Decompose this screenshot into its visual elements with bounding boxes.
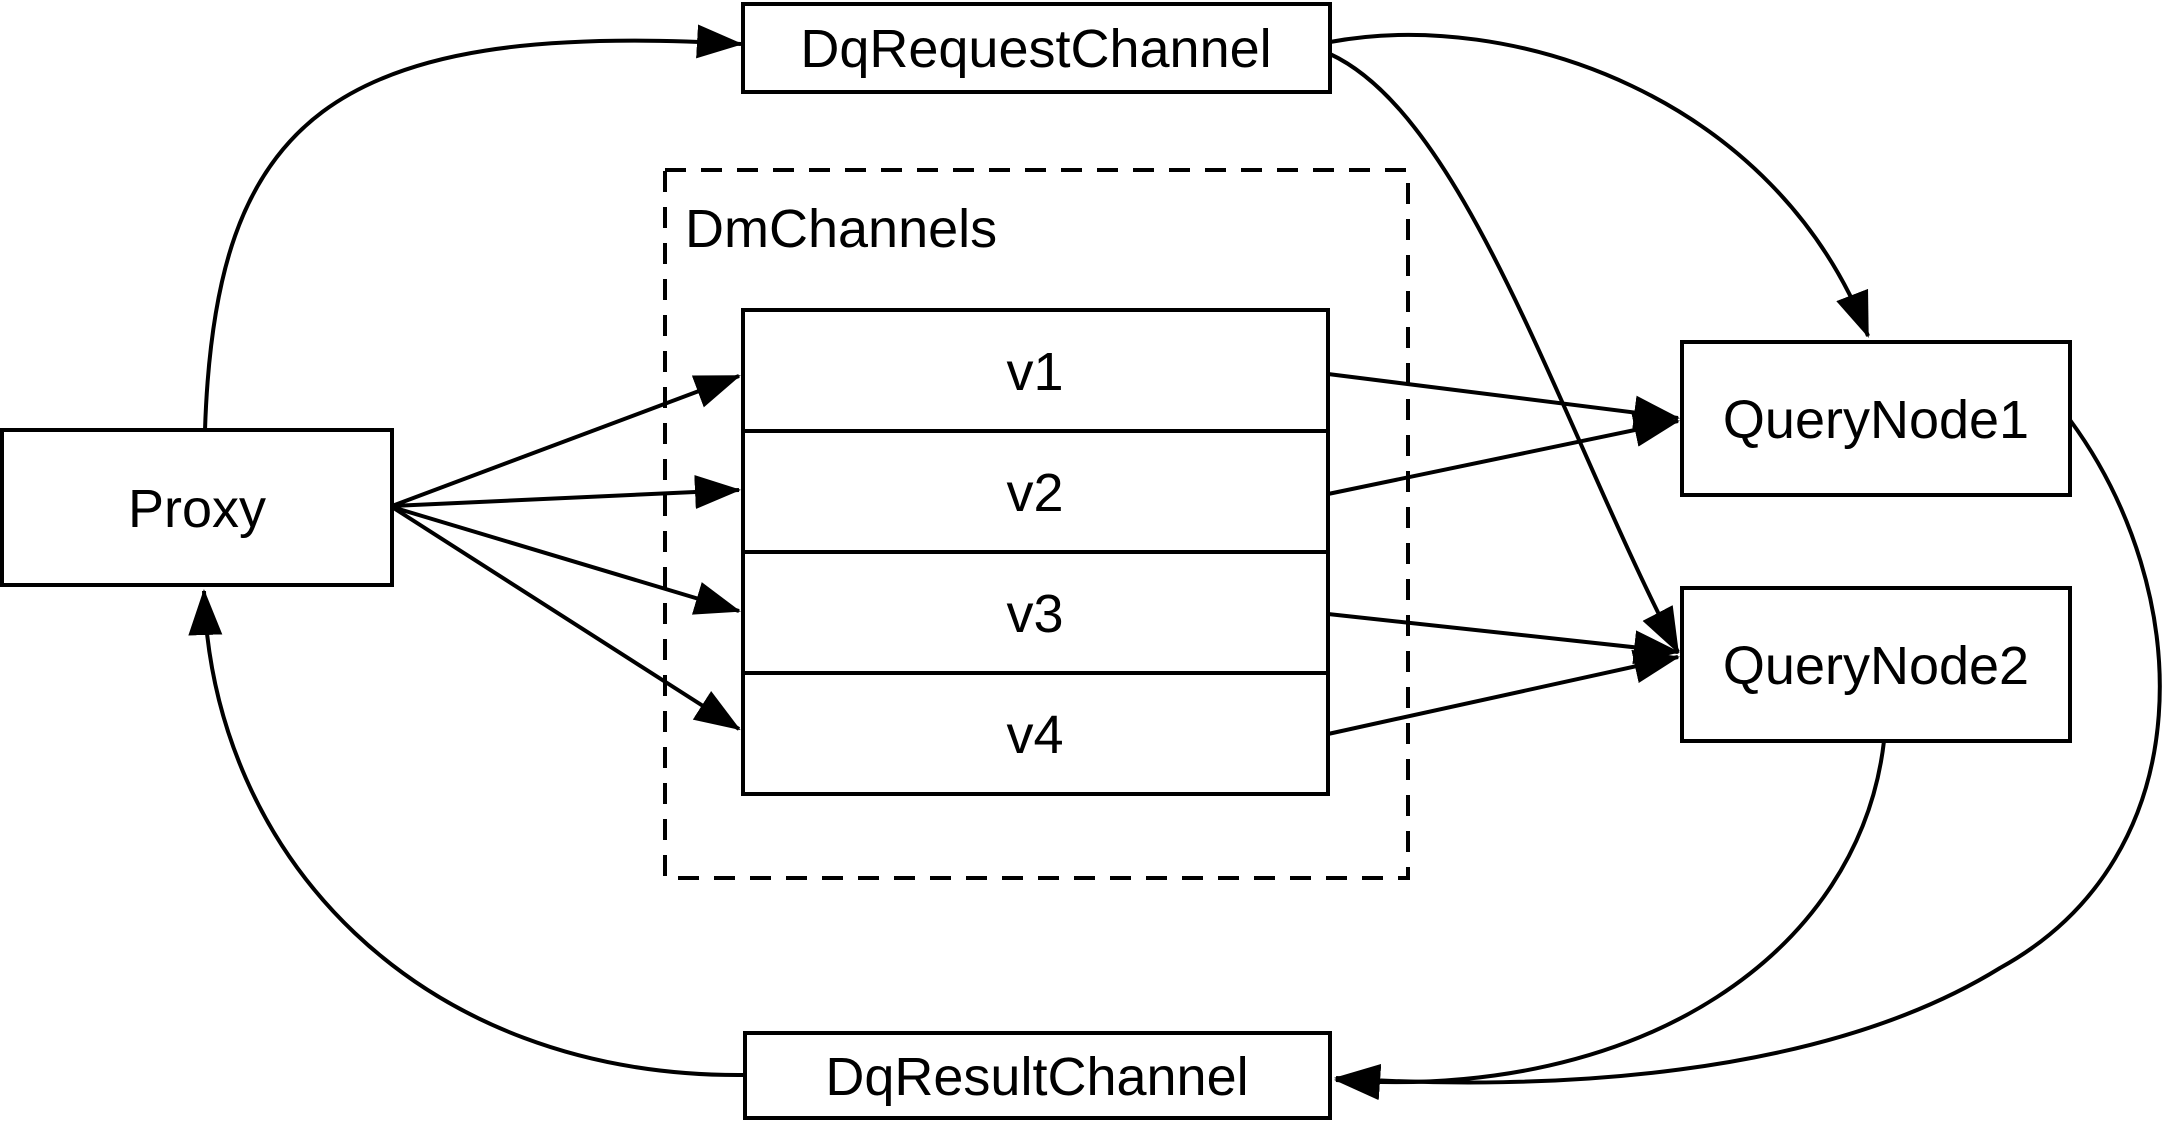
dm-channels-group-box [663,168,1410,880]
query-node-2-node [1680,586,2072,743]
dm-channels-group: DmChannels [663,168,1410,880]
edge-v2-to-querynode1 [1327,413,1680,496]
proxy-node [0,428,394,587]
nodes: Proxy DqRequestChannel QueryNode1 QueryN… [0,2,2072,1120]
edge-proxy-to-v4 [390,505,741,731]
edge-v4-to-querynode2 [1327,649,1680,736]
dq-request-channel-label: DqRequestChannel [800,19,1271,79]
dq-result-channel-label: DqResultChannel [825,1047,1248,1107]
edge-v3-to-querynode2 [1327,612,1680,665]
query-node-2-label: QueryNode2 [1723,636,2029,696]
dq-result-channel-node [743,1031,1332,1120]
edges [188,24,2162,1101]
edge-dqrequestchannel-to-querynode2 [1329,52,1680,654]
query-node-1-label: QueryNode1 [1723,390,2029,450]
edge-proxy-to-v1 [391,374,741,508]
channel-row-v4 [741,671,1330,796]
channel-row-v4-label: v4 [1006,705,1063,765]
edge-querynode2-to-dqresultchannel [1334,740,1886,1101]
dm-channels-label: DmChannels [685,199,997,259]
channel-row-v1-label: v1 [1006,342,1063,402]
edge-proxy-to-v2 [391,475,741,510]
edge-proxy-to-dqrequestchannel [203,24,743,431]
edge-dqresultchannel-to-proxy [188,589,746,1078]
query-node-1-node [1680,340,2072,497]
channel-row-v3-label: v3 [1006,584,1063,644]
edge-querynode1-to-dqresultchannel [1334,418,2162,1098]
dq-request-channel-node [741,2,1332,94]
channel-stack: v1 v2 v3 v4 [741,308,1330,796]
channel-row-v2-label: v2 [1006,463,1063,523]
edge-v1-to-querynode1 [1327,372,1680,430]
proxy-label: Proxy [128,479,266,539]
edge-dqrequestchannel-to-querynode1 [1329,32,1870,338]
edge-proxy-to-v3 [391,505,741,615]
